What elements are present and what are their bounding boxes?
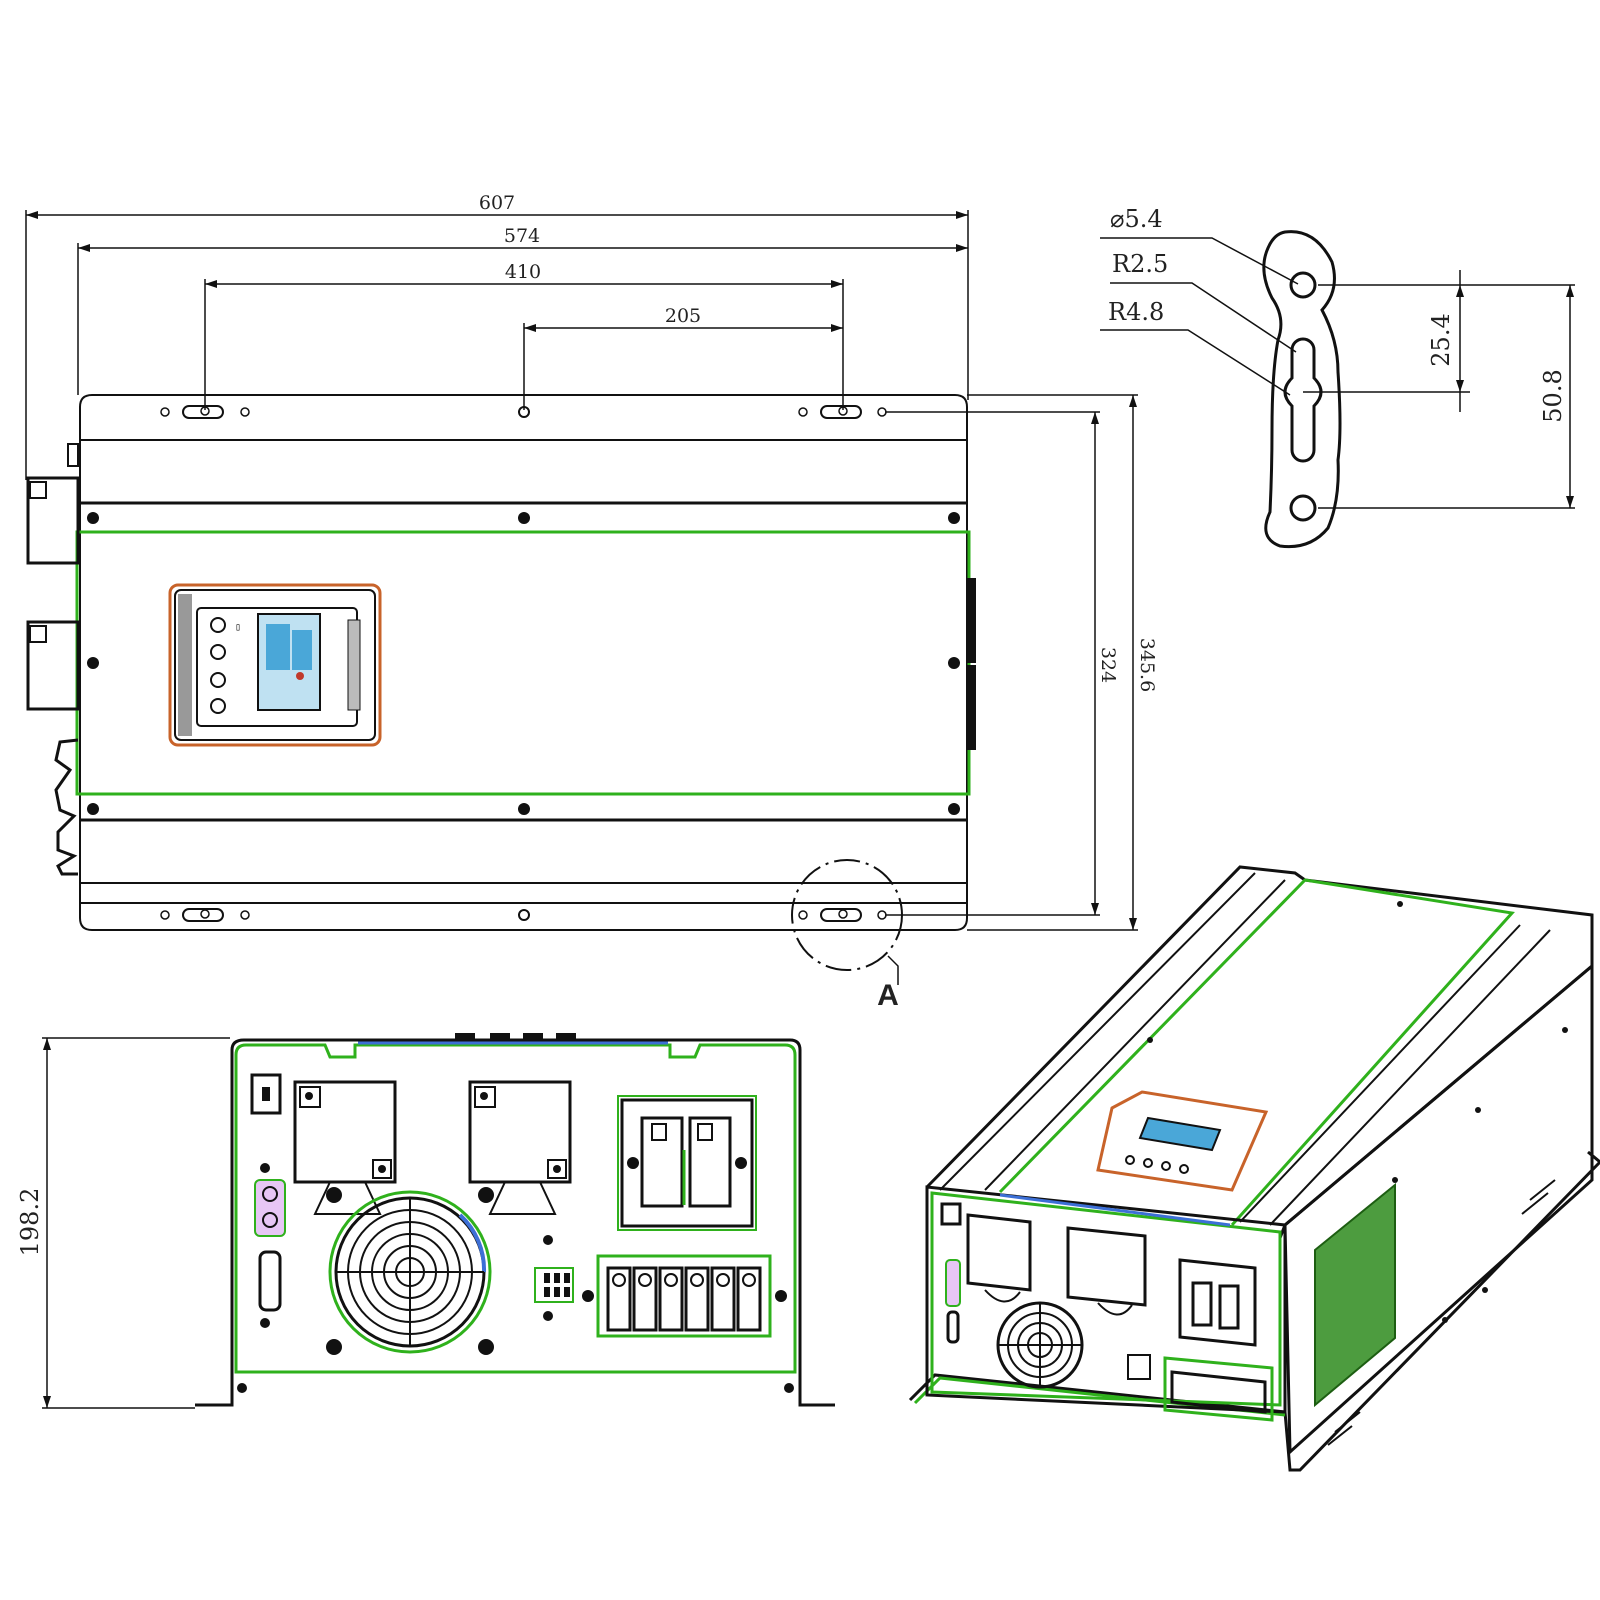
dimension-mount-depth: 324 bbox=[885, 411, 1119, 916]
spacing-1-label: 25.4 bbox=[1427, 313, 1455, 366]
housing-outline bbox=[75, 394, 971, 931]
front-view: 198.2 bbox=[16, 1033, 835, 1409]
mount-depth-label: 324 bbox=[1097, 647, 1119, 683]
overall-depth-label: 345.6 bbox=[1136, 638, 1158, 692]
radius-small-label: R2.5 bbox=[1112, 250, 1168, 278]
top-view: 607 574 410 205 bbox=[25, 192, 1158, 1012]
detail-a-bracket: ⌀5.4 R2.5 R4.8 25.4 50.8 bbox=[1100, 205, 1575, 549]
hole-diameter-symbol: ⌀ bbox=[1110, 205, 1124, 233]
mount-slots-bottom bbox=[160, 908, 887, 922]
height-label: 198.2 bbox=[16, 1188, 44, 1257]
dimension-mount-span: 410 bbox=[204, 261, 844, 410]
detail-callout-label: A bbox=[877, 979, 899, 1012]
dimension-bracket-span: 574 bbox=[77, 225, 968, 395]
dimension-height: 198.2 bbox=[16, 1037, 230, 1409]
left-side-outlets bbox=[26, 443, 80, 876]
ac-outlet-left bbox=[293, 1080, 397, 1215]
breaker-box bbox=[617, 1095, 757, 1231]
overall-width-label: 607 bbox=[479, 192, 515, 214]
com-ports bbox=[254, 1163, 286, 1328]
ac-outlet-right bbox=[468, 1080, 572, 1215]
bracket-span-label: 574 bbox=[504, 225, 540, 247]
spacing-2-label: 50.8 bbox=[1539, 369, 1567, 422]
dip-switch bbox=[534, 1235, 574, 1321]
dimension-overall-width: 607 bbox=[25, 192, 969, 480]
isometric-view bbox=[908, 865, 1600, 1472]
radius-large-label: R4.8 bbox=[1108, 298, 1164, 326]
dimension-overall-depth: 345.6 bbox=[967, 394, 1158, 931]
svg-text:▯: ▯ bbox=[235, 622, 241, 633]
cooling-fan bbox=[326, 1187, 494, 1355]
hole-diameter-label: 5.4 bbox=[1124, 205, 1162, 233]
svg-text:⌀5.4: ⌀5.4 bbox=[1110, 205, 1163, 233]
mount-span-label: 410 bbox=[505, 261, 541, 283]
right-side-handles bbox=[967, 578, 976, 750]
iso-control-panel bbox=[1096, 1090, 1269, 1192]
detail-callout: A bbox=[791, 859, 903, 1012]
control-panel: ▯ bbox=[168, 583, 382, 747]
vent-grille bbox=[1314, 1182, 1396, 1408]
half-span-label: 205 bbox=[665, 305, 701, 327]
mount-slots-top bbox=[160, 405, 887, 419]
terminal-block bbox=[582, 1254, 787, 1338]
